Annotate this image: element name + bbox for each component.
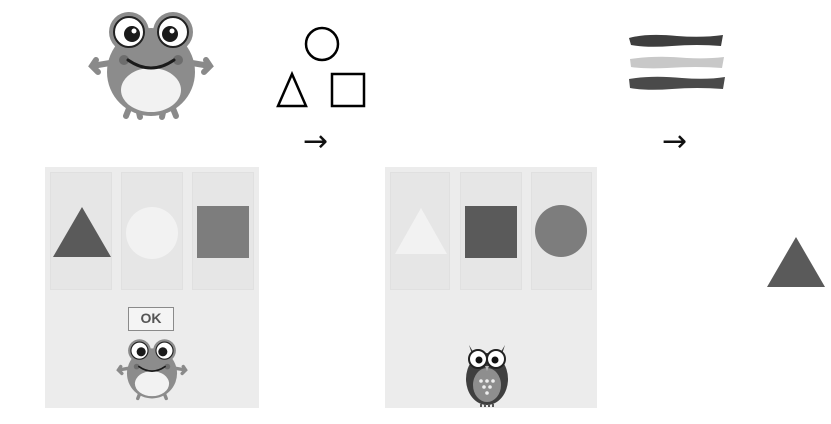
circle-shape[interactable] bbox=[125, 206, 179, 260]
square-shape[interactable] bbox=[464, 205, 518, 259]
frog-icon bbox=[115, 332, 189, 408]
ok-button[interactable]: OK bbox=[128, 307, 174, 331]
triangle-shape[interactable] bbox=[52, 206, 112, 258]
left-game-panel: OK bbox=[45, 167, 259, 408]
step-arrow-1: → bbox=[303, 127, 328, 157]
owl-icon bbox=[461, 337, 513, 407]
frog-icon bbox=[86, 10, 216, 122]
triangle-shape[interactable] bbox=[394, 207, 448, 255]
paint-strokes-icon bbox=[627, 32, 727, 102]
square-shape[interactable] bbox=[196, 205, 250, 259]
step-arrow-2: → bbox=[662, 127, 687, 157]
result-triangle-shape bbox=[766, 236, 826, 288]
shapes-legend-icon bbox=[274, 24, 374, 114]
middle-game-panel bbox=[385, 167, 597, 408]
circle-shape[interactable] bbox=[534, 204, 588, 258]
